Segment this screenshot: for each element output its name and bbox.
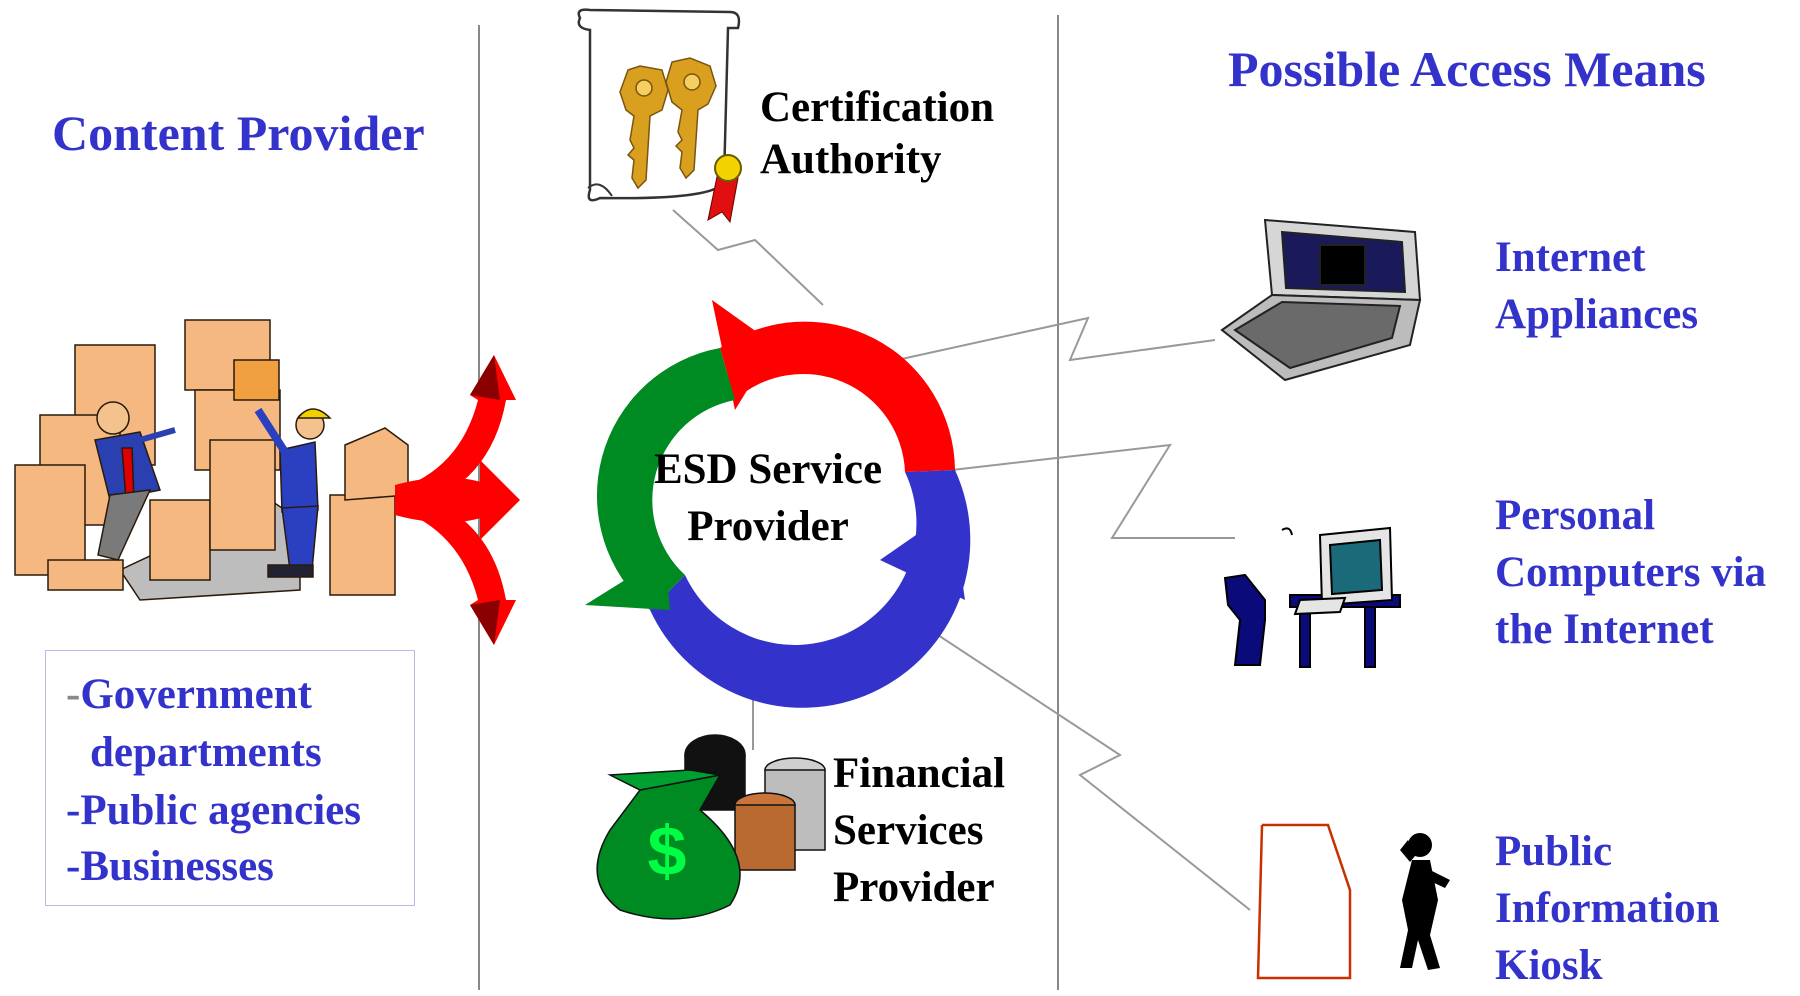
money-bag-coins-icon: $ xyxy=(596,734,826,920)
financial-provider-label: Financial Services Provider xyxy=(833,750,1006,911)
personal-computers-label: Personal Computers via the Internet xyxy=(1495,492,1767,653)
connector-lines xyxy=(672,209,1251,911)
branching-arrow-icon xyxy=(395,355,520,645)
cert-connector xyxy=(672,209,824,306)
desktop-computer-icon xyxy=(1223,526,1401,668)
appliance-connector xyxy=(896,316,1216,362)
provider-type-item: departments xyxy=(90,729,322,776)
provider-type-item: -Businesses xyxy=(66,843,274,890)
internet-appliances-label: Internet Appliances xyxy=(1495,234,1699,338)
cycle-arrows-icon xyxy=(585,300,971,708)
access-means-heading: Possible Access Means xyxy=(1228,41,1706,97)
laptop-icon xyxy=(1220,218,1422,382)
kiosk-icon xyxy=(1256,823,1450,980)
kiosk-label: Public Information Kiosk xyxy=(1495,828,1720,989)
kiosk-connector xyxy=(899,609,1251,911)
provider-type-item: -Public agencies xyxy=(66,787,362,834)
content-provider-heading: Content Provider xyxy=(52,105,425,161)
cert-authority-label: Certification Authority xyxy=(760,84,995,183)
pc-connector xyxy=(951,443,1235,539)
provider-type-item: -Government xyxy=(66,671,312,718)
esd-service-provider-label: ESD Service Provider xyxy=(653,446,883,550)
warehouse-workers-icon xyxy=(14,319,409,601)
content-provider-types-box: -Government departments -Public agencies… xyxy=(45,650,415,906)
svg-text:$: $ xyxy=(648,812,687,890)
certificate-keys-icon xyxy=(577,8,742,224)
